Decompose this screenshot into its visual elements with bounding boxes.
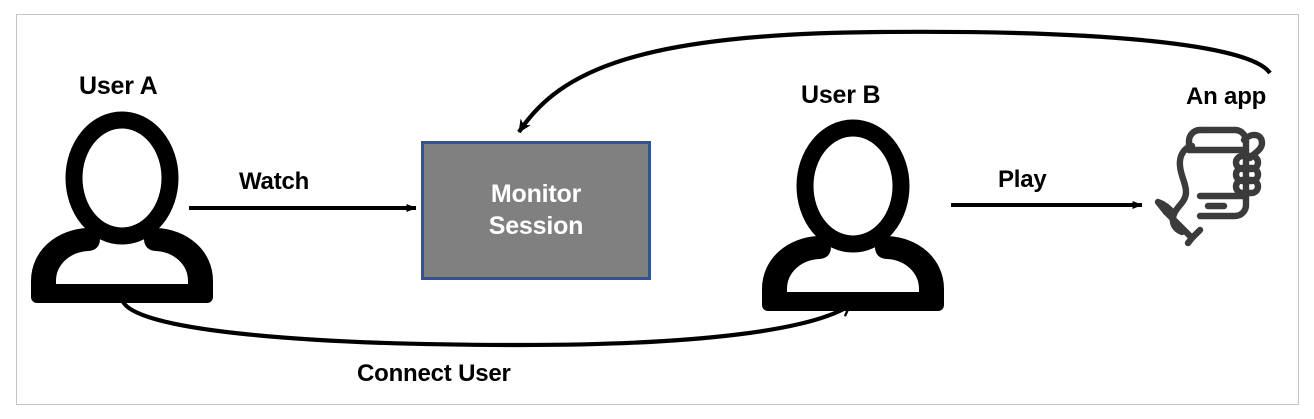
an-app-label: An app [1186,83,1267,110]
play-edge-label: Play [998,166,1047,193]
monitor-session-box[interactable]: Monitor Session [421,141,651,280]
watch-edge-label: Watch [239,168,310,195]
user-b-label: User B [801,81,881,109]
connect-user-arrow [119,298,849,348]
monitor-session-label-line1: Monitor [490,180,582,208]
user-a-person-icon [31,111,213,303]
user-b-person-icon [762,119,944,311]
monitor-session-label-line2: Session [488,211,584,240]
user-a-label: User A [79,72,158,100]
connect-user-edge-label: Connect User [357,360,511,387]
app-to-monitor-arrow [517,29,1272,134]
an-app-hand-phone-icon [1154,126,1266,247]
